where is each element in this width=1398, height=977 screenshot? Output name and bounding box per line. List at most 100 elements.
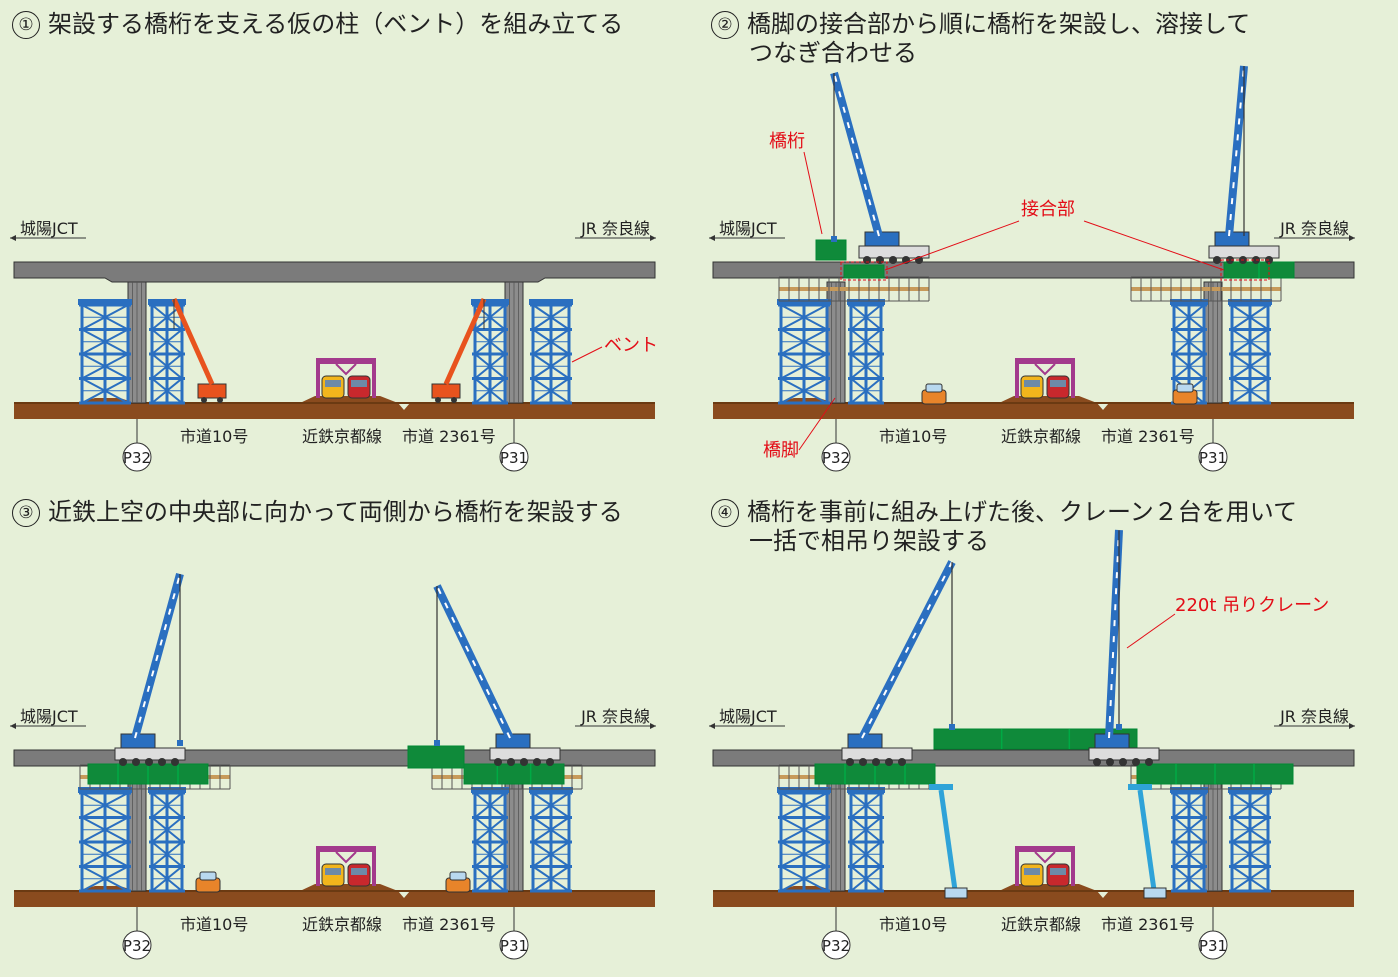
crane-hook — [949, 724, 955, 730]
bent-cap — [777, 299, 831, 305]
step-title-line2: つなぎ合わせる — [749, 39, 917, 67]
girder-block — [933, 728, 1138, 750]
boom-marking — [1108, 529, 1120, 739]
train — [316, 358, 376, 399]
wheel — [1226, 256, 1234, 264]
arrowhead — [10, 723, 16, 729]
support-jack — [1128, 784, 1167, 899]
pier — [504, 769, 524, 892]
wheel — [1145, 758, 1153, 766]
pantograph — [1034, 363, 1056, 376]
bent-tower — [1228, 787, 1272, 893]
callout-leader — [884, 220, 1020, 271]
mobile-crane — [433, 584, 561, 766]
bent-cap — [1170, 299, 1208, 305]
crane-cab — [495, 733, 531, 749]
bent-tower — [529, 787, 573, 893]
pier-marker — [821, 930, 851, 960]
step-number: ① — [12, 11, 40, 39]
catenary-beam — [1015, 358, 1075, 364]
mobile-crane — [114, 572, 186, 766]
car-window — [449, 871, 467, 881]
step-title: ④ 橋桁を事前に組み上げた後、クレーン２台を用いて一括で相吊り架設する — [711, 498, 1297, 556]
car-window — [925, 383, 943, 393]
pier-label-left: P32 — [822, 449, 850, 467]
bent-tower — [529, 299, 573, 405]
wheel — [846, 758, 854, 766]
work-platform — [778, 276, 930, 302]
small-crane — [171, 297, 227, 403]
bent-cap — [1228, 787, 1272, 793]
pier-label-left: P32 — [123, 449, 151, 467]
wheel — [876, 256, 884, 264]
train-window — [351, 868, 367, 875]
railway-label: 近鉄京都線 — [302, 427, 382, 446]
car — [195, 871, 221, 893]
boom-marking — [436, 585, 511, 739]
joint-highlight — [840, 261, 888, 281]
train-window — [1050, 868, 1066, 875]
car — [445, 871, 471, 893]
ground — [713, 884, 1354, 907]
bent-cap — [529, 299, 573, 305]
car — [921, 383, 947, 405]
ground-surface — [713, 402, 1354, 404]
bent-tower — [78, 299, 132, 405]
wheel — [435, 397, 441, 403]
road-label-b: 市道 2361号 — [1101, 427, 1195, 446]
arrowhead — [1349, 235, 1355, 241]
pier — [504, 281, 524, 404]
ground — [713, 396, 1354, 419]
road-label-a: 市道10号 — [879, 915, 947, 934]
jack-head — [1128, 784, 1152, 790]
crane-hook — [1241, 236, 1247, 242]
pier-marker — [499, 930, 529, 960]
train — [1015, 846, 1075, 887]
platform-deck — [1131, 287, 1281, 291]
train-window — [325, 380, 341, 387]
bent-tower — [1228, 299, 1272, 405]
pantograph — [335, 363, 357, 376]
wheel — [171, 758, 179, 766]
crane-hook — [1116, 724, 1122, 730]
step-title-line2: 一括で相吊り架設する — [749, 527, 989, 555]
step-number: ④ — [711, 499, 739, 527]
road-label-b: 市道 2361号 — [402, 915, 496, 934]
left-direction-label: 城陽JCT — [20, 219, 78, 238]
crane-boom — [443, 297, 487, 386]
pantograph — [335, 851, 357, 864]
ground-surface — [14, 402, 655, 404]
jack-base — [944, 887, 968, 899]
wheel — [1132, 758, 1140, 766]
step-title-text: 橋桁を事前に組み上げた後、クレーン２台を用いて — [747, 498, 1298, 526]
wheel — [1119, 758, 1127, 766]
road-label-b: 市道 2361号 — [402, 427, 496, 446]
mobile-crane — [1088, 529, 1160, 766]
pier-label-right: P31 — [1199, 937, 1227, 955]
bent-tower — [777, 787, 831, 893]
pier-marker — [122, 930, 152, 960]
wheel — [507, 758, 515, 766]
catenary-pole — [316, 358, 320, 398]
joint-highlight — [1220, 259, 1270, 281]
girder-block — [815, 239, 847, 261]
pier-marker — [1198, 442, 1228, 472]
car-window — [1176, 383, 1194, 393]
bent-tower — [847, 787, 885, 893]
catenary-beam — [316, 358, 376, 364]
train-window — [1024, 868, 1040, 875]
step-title-text: 架設する橋桁を支える仮の柱（ベント）を組み立てる — [48, 10, 624, 38]
wheel — [533, 758, 541, 766]
pier-marker — [122, 442, 152, 472]
crane-boom — [171, 297, 215, 386]
girder-segment — [87, 763, 209, 785]
wheel — [158, 758, 166, 766]
wheel — [119, 758, 127, 766]
callout-leader — [803, 151, 823, 235]
